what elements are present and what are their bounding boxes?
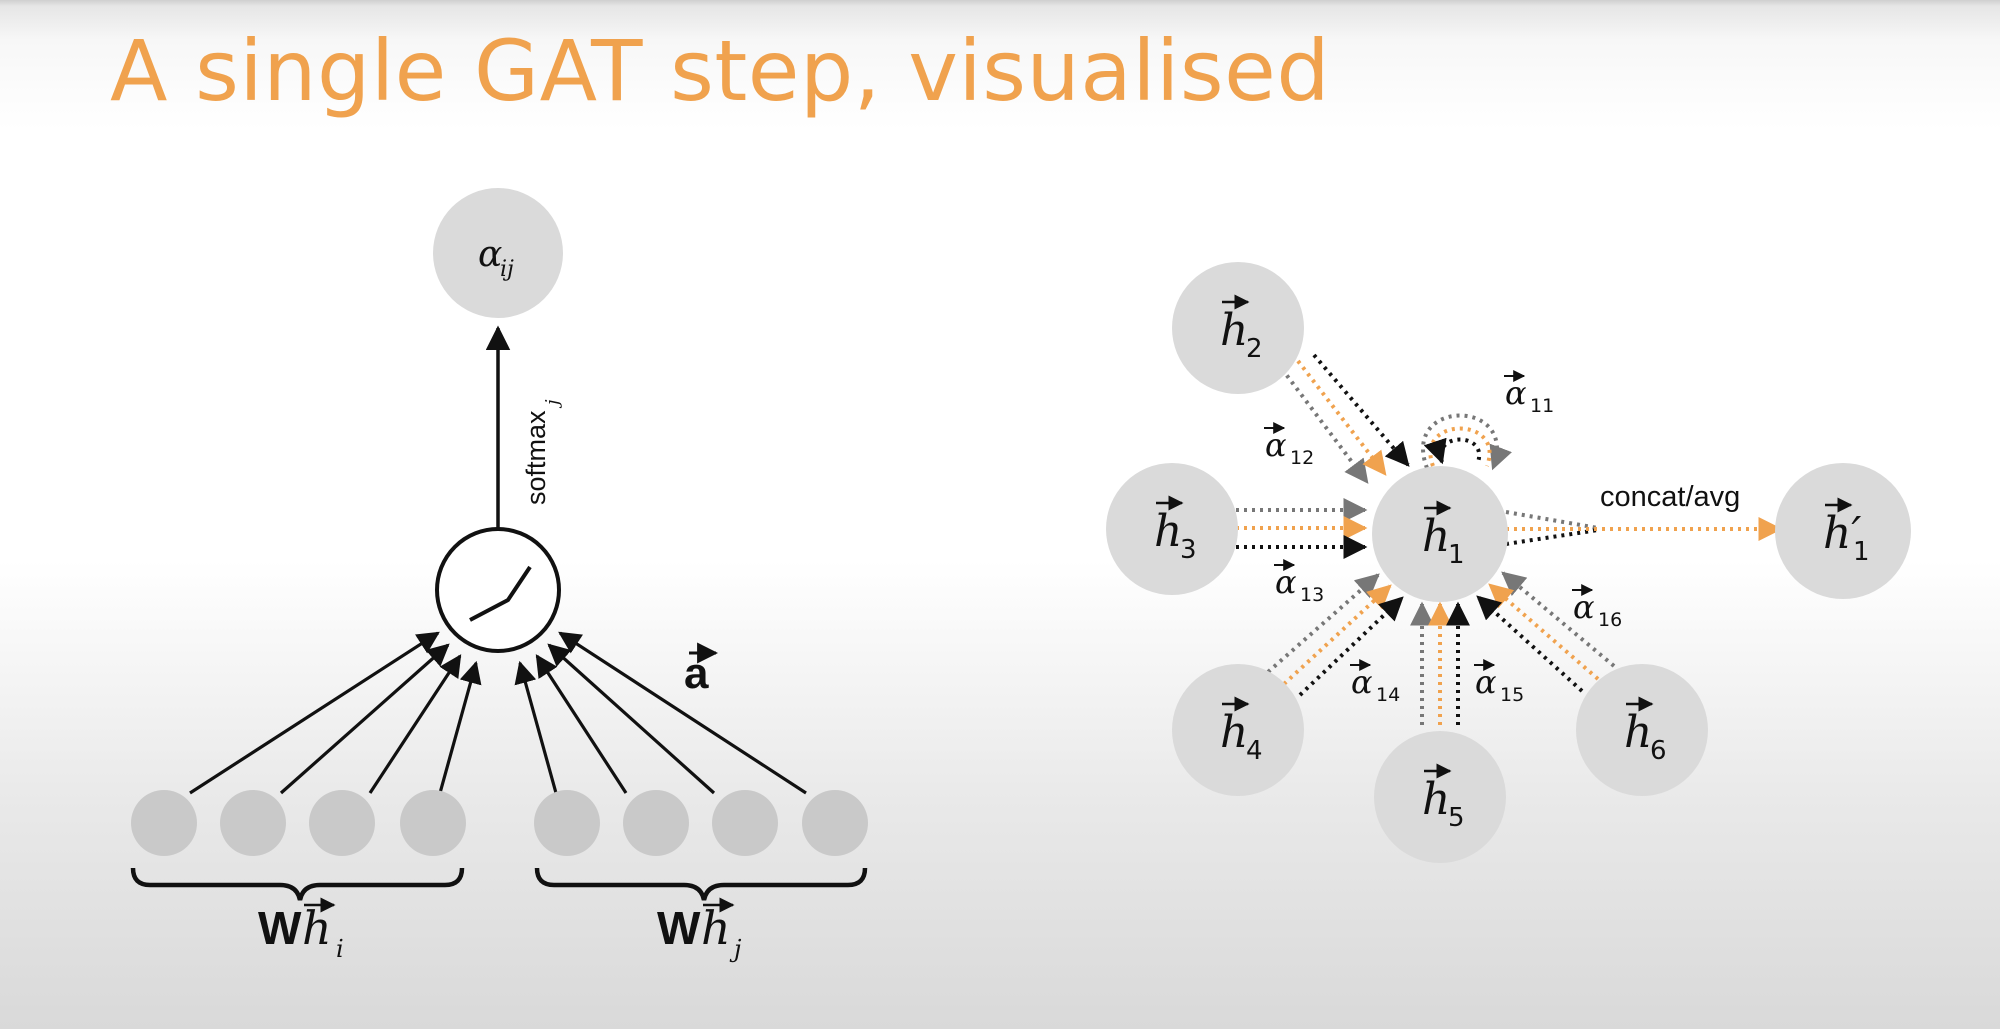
svg-text:2: 2 <box>1246 334 1263 364</box>
slide-title: A single GAT step, visualised <box>110 22 1331 120</box>
svg-text:α: α <box>1573 588 1595 626</box>
svg-text:h′: h′ <box>1823 508 1861 559</box>
input-unit <box>623 790 689 856</box>
svg-text:1: 1 <box>1853 537 1870 567</box>
svg-text:h: h <box>1220 305 1248 356</box>
svg-text:α: α <box>1505 374 1527 412</box>
leaky-relu-icon <box>469 565 532 622</box>
node-h1-prime-label: h′ 1 <box>1823 497 1870 567</box>
svg-text:j: j <box>729 935 742 963</box>
input-unit <box>400 790 466 856</box>
node-h2 <box>1172 262 1304 394</box>
input-unit <box>220 790 286 856</box>
svg-text:16: 16 <box>1598 609 1622 631</box>
input-arrows <box>189 631 807 795</box>
alpha-ij-subscript: ij <box>500 257 514 282</box>
node-h4 <box>1172 664 1304 796</box>
input-unit <box>534 790 600 856</box>
svg-text:h: h <box>701 901 731 955</box>
leaky-relu-unit <box>435 527 561 653</box>
multi-head-attention-panel: h 2 h 3 h 4 h 5 h 6 h 1 h′ <box>1106 262 1911 863</box>
alpha-16-label: α 16 <box>1572 584 1622 631</box>
alpha-11-label: α 11 <box>1504 370 1554 417</box>
svg-text:1: 1 <box>1448 540 1465 570</box>
svg-text:α: α <box>1275 563 1297 601</box>
svg-text:12: 12 <box>1290 447 1314 469</box>
alpha-12-label: α 12 <box>1264 422 1314 469</box>
node-h1 <box>1372 466 1508 602</box>
svg-text:13: 13 <box>1300 584 1324 606</box>
node-h1-prime <box>1775 463 1911 599</box>
input-unit <box>712 790 778 856</box>
svg-text:α: α <box>1351 663 1373 701</box>
node-h2-label: h 2 <box>1220 294 1263 364</box>
svg-text:h: h <box>1422 774 1450 825</box>
attention-vector-label: a <box>684 649 709 698</box>
wh-j-label: W h j <box>657 897 742 963</box>
node-h3-label: h 3 <box>1154 495 1197 565</box>
svg-text:W: W <box>258 902 302 954</box>
node-h1-label: h 1 <box>1422 500 1465 570</box>
left-brace <box>130 867 465 901</box>
svg-text:3: 3 <box>1180 535 1197 565</box>
node-h4-label: h 4 <box>1220 696 1263 766</box>
svg-text:h: h <box>1624 707 1652 758</box>
wh-i-label: W h i <box>258 897 344 963</box>
node-h6-label: h 6 <box>1624 696 1667 766</box>
input-units <box>131 790 868 856</box>
attention-mechanism-panel: α ij softmax j a <box>130 188 868 963</box>
node-h5 <box>1374 731 1506 863</box>
svg-text:14: 14 <box>1376 684 1400 706</box>
svg-text:α: α <box>1475 663 1497 701</box>
input-unit <box>802 790 868 856</box>
alpha-ij-node <box>433 188 563 318</box>
node-h3 <box>1106 463 1238 595</box>
alpha-ij-symbol: α <box>478 234 502 275</box>
alpha-15-label: α 15 <box>1474 659 1524 706</box>
concat-avg-label: concat/avg <box>1600 481 1740 513</box>
svg-text:15: 15 <box>1500 684 1524 706</box>
alpha-13-label: α 13 <box>1274 559 1324 606</box>
svg-text:h: h <box>1154 506 1182 557</box>
svg-text:h: h <box>1220 707 1248 758</box>
attention-edges <box>1236 353 1783 725</box>
input-unit <box>131 790 197 856</box>
svg-text:W: W <box>657 902 701 954</box>
svg-text:6: 6 <box>1650 736 1667 766</box>
right-brace <box>534 867 868 901</box>
svg-text:4: 4 <box>1246 736 1263 766</box>
input-unit <box>309 790 375 856</box>
alpha-14-label: α 14 <box>1350 659 1400 706</box>
svg-text:i: i <box>336 935 344 963</box>
svg-text:5: 5 <box>1448 803 1465 833</box>
svg-text:11: 11 <box>1530 395 1554 417</box>
softmax-subscript: j <box>542 399 563 409</box>
svg-text:h: h <box>1422 511 1450 562</box>
svg-text:h: h <box>302 901 332 955</box>
node-h6 <box>1576 664 1708 796</box>
svg-text:α: α <box>1265 426 1287 464</box>
node-h5-label: h 5 <box>1422 763 1465 833</box>
softmax-label: softmax <box>521 410 551 505</box>
